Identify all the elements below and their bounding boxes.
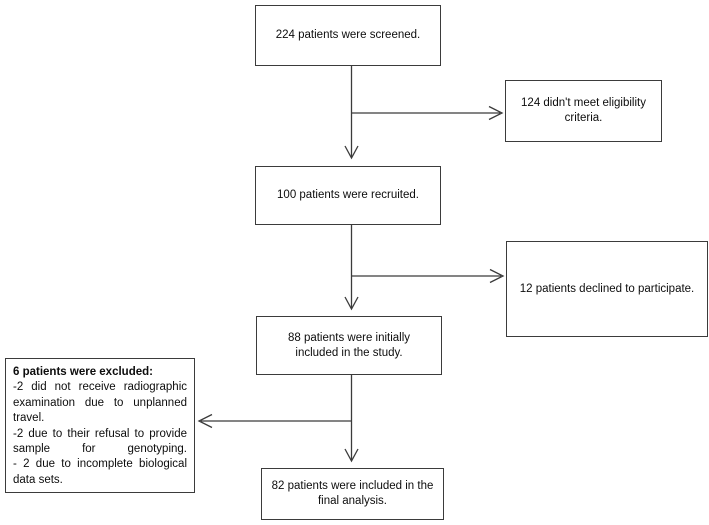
edge-initial-to-final: [344, 375, 359, 463]
node-initial-label: 88 patients were initially included in t…: [287, 331, 411, 359]
edge-recruited-to-initial: [344, 225, 359, 311]
edge-screened-to-recruited: [344, 66, 359, 160]
node-final: 82 patients were included in the final a…: [261, 468, 444, 520]
node-screened: 224 patients were screened.: [255, 5, 441, 66]
node-recruited-label: 100 patients were recruited.: [277, 189, 419, 201]
node-recruited: 100 patients were recruited.: [255, 166, 441, 225]
node-screened-label: 224 patients were screened.: [275, 29, 421, 41]
node-final-label: 82 patients were included in the final a…: [271, 480, 434, 507]
node-excluded-reason-2: -2 due to their refusal to provide sampl…: [13, 427, 187, 456]
node-excluded-title: 6 patients were excluded:: [13, 366, 153, 378]
node-excluded-reason-3: - 2 due to incomplete biological data se…: [13, 458, 187, 486]
node-declined: 12 patients declined to participate.: [506, 241, 708, 337]
node-excluded-reason-1: -2 did not receive radiographic examinat…: [13, 381, 187, 425]
node-initial: 88 patients were initially included in t…: [256, 316, 442, 375]
node-excluded: 6 patients were excluded: -2 did not rec…: [5, 358, 195, 493]
edge-initial-to-excluded: [197, 413, 352, 429]
node-ineligible-label: 124 didn't meet eligibility criteria.: [521, 97, 646, 124]
node-declined-label: 12 patients declined to participate.: [519, 282, 695, 295]
edge-screened-to-ineligible: [351, 105, 504, 121]
edge-recruited-to-declined: [351, 268, 505, 284]
node-ineligible: 124 didn't meet eligibility criteria.: [505, 80, 662, 142]
